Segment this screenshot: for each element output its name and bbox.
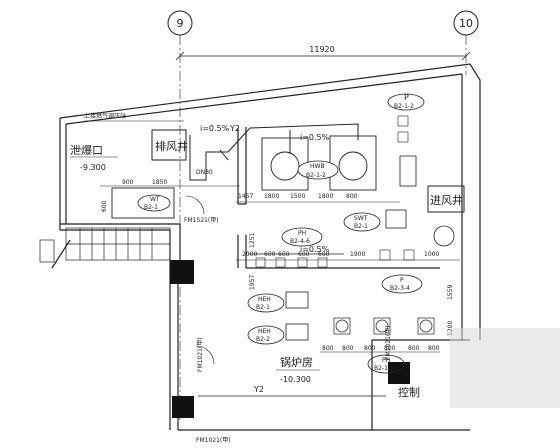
svg-text:1900: 1900 xyxy=(350,251,365,258)
top-note: 上接燃气调压站 xyxy=(84,112,126,120)
svg-text:PH: PH xyxy=(382,357,390,364)
svg-text:B2-1: B2-1 xyxy=(256,304,270,311)
boiler-room-level: -10.300 xyxy=(280,375,311,384)
pipe-slope-1: i=0.5% xyxy=(200,124,230,133)
svg-text:800: 800 xyxy=(322,345,334,352)
svg-text:1500: 1500 xyxy=(290,193,305,200)
door-fm1021-b: FM1021(甲) xyxy=(196,437,231,444)
svg-text:1850: 1850 xyxy=(152,179,167,186)
boiler-room-label: 锅炉房 xyxy=(280,356,313,369)
exhaust-shaft xyxy=(151,129,187,161)
axis-10-label: 10 xyxy=(459,17,473,30)
tag-ph-mid xyxy=(281,227,323,247)
svg-text:800: 800 xyxy=(342,345,354,352)
room-explosion-vent-level: -9.300 xyxy=(80,163,106,172)
axis-9: 9 xyxy=(167,10,193,36)
svg-text:B2-2: B2-2 xyxy=(256,336,270,343)
svg-text:B2-1-2: B2-1-2 xyxy=(394,103,414,110)
svg-text:HEH: HEH xyxy=(258,328,271,335)
control-room-label: 控制 xyxy=(398,385,420,399)
door-fm1021-a: FM1021(甲) xyxy=(197,337,204,372)
pipe-slope-2: i=0.5% xyxy=(300,133,330,142)
tag-swt xyxy=(343,212,381,232)
svg-text:600: 600 xyxy=(318,251,330,258)
tag-hwb xyxy=(297,160,339,180)
svg-text:800: 800 xyxy=(428,345,440,352)
svg-text:B2-1-3: B2-1-3 xyxy=(374,365,394,372)
pipe-y2-top: Y2 xyxy=(229,124,240,133)
pumps-lower xyxy=(333,317,435,335)
door-fm1521: FM1521(甲) xyxy=(184,217,219,224)
svg-text:600: 600 xyxy=(101,200,108,212)
tag-heh1 xyxy=(247,293,285,313)
door-fm1021-c: FM1021(甲) xyxy=(385,325,392,360)
svg-text:800: 800 xyxy=(346,193,358,200)
svg-text:WT: WT xyxy=(150,196,160,203)
watermark xyxy=(450,328,560,408)
svg-text:B2-1: B2-1 xyxy=(144,204,158,211)
svg-text:900: 900 xyxy=(122,179,134,186)
svg-text:P: P xyxy=(400,277,404,284)
pipe-slope-mid: i=0.5% xyxy=(300,245,330,254)
svg-text:SWT: SWT xyxy=(354,215,368,222)
svg-text:HEH: HEH xyxy=(258,296,271,303)
svg-text:1559: 1559 xyxy=(447,285,454,300)
tag-ph-low xyxy=(367,354,405,374)
svg-text:800: 800 xyxy=(384,345,396,352)
pipe-dn: DN80 xyxy=(196,169,213,176)
tag-p-top xyxy=(387,93,425,111)
column xyxy=(170,260,194,284)
tag-p-mid xyxy=(381,274,423,294)
tag-heh2 xyxy=(247,325,285,345)
room-explosion-vent-label: 泄爆口 xyxy=(70,143,103,157)
svg-text:600: 600 xyxy=(298,251,310,258)
axis-9-label: 9 xyxy=(177,17,184,30)
intake-shaft-label: 进风井 xyxy=(430,193,463,207)
svg-text:B2-4-6: B2-4-6 xyxy=(290,238,310,245)
exhaust-shaft-label: 排风井 xyxy=(155,139,188,153)
svg-text:HWB: HWB xyxy=(310,163,325,170)
svg-text:1457: 1457 xyxy=(238,193,253,200)
column xyxy=(172,396,194,418)
svg-text:B2-3-4: B2-3-4 xyxy=(390,285,410,292)
svg-text:1800: 1800 xyxy=(318,193,333,200)
svg-text:600: 600 xyxy=(264,251,276,258)
svg-text:1800: 1800 xyxy=(264,193,279,200)
intake-shaft xyxy=(427,185,465,213)
svg-text:PH: PH xyxy=(298,230,306,237)
axis-10: 10 xyxy=(453,10,479,36)
svg-text:1000: 1000 xyxy=(424,251,439,258)
gas-pipe xyxy=(189,123,359,181)
svg-text:2000: 2000 xyxy=(242,251,257,258)
stair xyxy=(39,227,171,269)
svg-text:800: 800 xyxy=(364,345,376,352)
svg-text:B2-1: B2-1 xyxy=(354,223,368,230)
svg-text:P: P xyxy=(404,93,409,102)
column xyxy=(388,362,410,384)
svg-text:1251: 1251 xyxy=(249,233,256,248)
svg-text:600: 600 xyxy=(278,251,290,258)
tank-wt xyxy=(111,187,175,219)
pipe-y2-bottom: Y2 xyxy=(253,385,264,394)
svg-text:B2-1-2: B2-1-2 xyxy=(306,172,326,179)
svg-text:1957: 1957 xyxy=(249,275,256,290)
dimensions: 900 1850 600 1457 1800 1500 1800 800 125… xyxy=(100,179,460,353)
overall-dim-text: 11920 xyxy=(309,45,334,54)
svg-text:800: 800 xyxy=(408,345,420,352)
